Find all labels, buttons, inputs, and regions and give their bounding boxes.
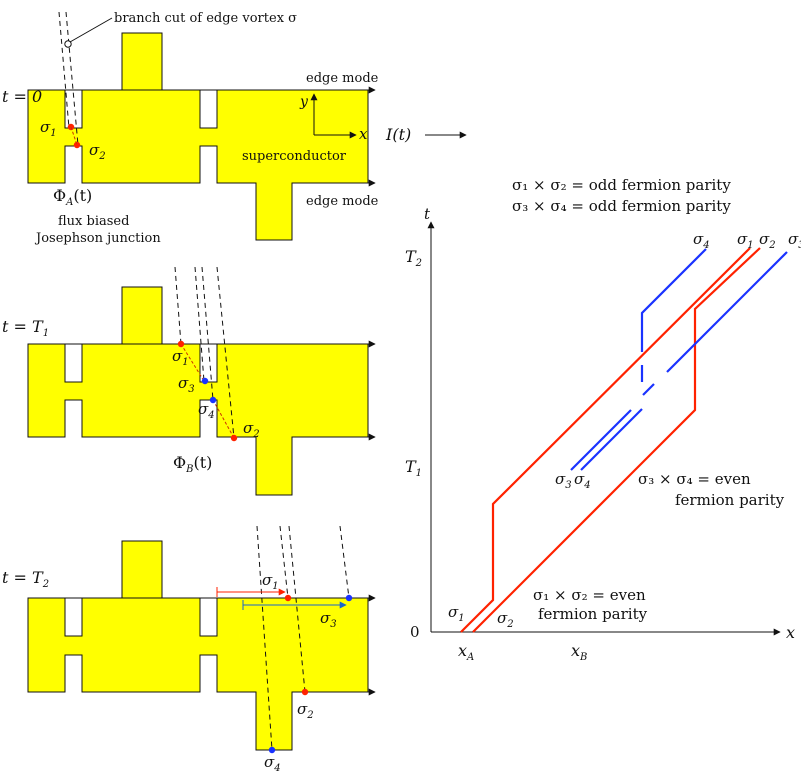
panel-a: branch cut of edge vortex σ σ1 σ2 t = 0 … xyxy=(2,11,467,246)
vortex-label-sigma4: σ4 xyxy=(264,753,281,774)
line-label-sigma1-end: σ1 xyxy=(737,230,754,251)
worldline-sigma4-segment xyxy=(640,248,707,352)
vortex-label-sigma1: σ1 xyxy=(172,347,189,368)
line-label-sigma3-start: σ3 xyxy=(555,470,572,491)
line-label-sigma2-end: σ2 xyxy=(759,230,776,251)
vortex-label-sigma2: σ2 xyxy=(297,700,314,721)
worldline-sigma4-segment xyxy=(580,408,643,471)
note12-line1: σ₁ × σ₂ = even xyxy=(533,586,646,604)
vortex-sigma2 xyxy=(230,434,238,442)
vortex-sigma4 xyxy=(209,396,217,404)
panel-b: σ1 σ3 σ4 σ2 t = T1 ΦB(t) xyxy=(2,266,376,496)
branch-cut-line xyxy=(194,266,205,382)
tick-label-xB: xB xyxy=(571,641,587,663)
origin-label: 0 xyxy=(410,623,420,641)
tick-label-T2: T2 xyxy=(405,247,422,269)
vortex-sigma1 xyxy=(284,594,292,602)
tick-label-T1: T1 xyxy=(405,457,422,479)
branch-cut-line xyxy=(58,11,70,129)
panel-c: σ1 σ3 σ2 σ4 t = T2 xyxy=(2,525,376,774)
worldline-diagram: σ₁ × σ₂ = odd fermion parity σ₃ × σ₄ = o… xyxy=(405,176,801,663)
x-axis-label: x xyxy=(786,623,795,642)
line-label-sigma4-start: σ4 xyxy=(574,470,591,491)
flux-label-a: ΦA(t) xyxy=(53,186,92,208)
vortex-sigma2 xyxy=(301,688,309,696)
line-label-sigma2-start: σ2 xyxy=(497,609,514,630)
line-label-sigma4-end: σ4 xyxy=(693,230,710,251)
vortex-label-sigma1: σ1 xyxy=(262,571,279,592)
branch-cut-line xyxy=(256,525,273,751)
branch-cut-line xyxy=(288,525,306,693)
edge-mode-top-label: edge mode xyxy=(306,71,379,86)
time-label-c: t = T2 xyxy=(2,568,49,590)
worldline-sigma3-segment xyxy=(642,383,655,396)
vortex-sigma4 xyxy=(268,746,276,754)
superconductor-label: superconductor xyxy=(242,149,347,164)
branch-cut-line xyxy=(279,525,289,599)
t-axis-label: t xyxy=(424,205,431,223)
edge-mode-bottom-label: edge mode xyxy=(306,194,379,209)
note12-line2: fermion parity xyxy=(538,605,648,623)
vortex-sigma3 xyxy=(345,594,353,602)
vortex-label-sigma2: σ2 xyxy=(243,419,260,440)
vortex-pair-link xyxy=(180,343,205,382)
branch-cut-line xyxy=(65,11,79,146)
time-label-b: t = T1 xyxy=(2,317,49,339)
vortex-label-sigma3: σ3 xyxy=(320,609,337,630)
jj-label-line2: Josephson junction xyxy=(34,231,161,246)
vortex-sigma2 xyxy=(73,141,81,149)
worldline-sigma3-segment xyxy=(570,409,632,471)
header-line2: σ₃ × σ₄ = odd fermion parity xyxy=(512,197,731,215)
vortex-label-sigma4: σ4 xyxy=(198,400,215,421)
jj-label-line1: flux biased xyxy=(58,214,129,229)
line-label-sigma3-end: σ3 xyxy=(788,230,801,251)
edge-vortex-marker xyxy=(64,40,72,48)
vortex-pair-link xyxy=(212,399,235,439)
vortex-sigma3 xyxy=(201,377,209,385)
branch-cut-line xyxy=(216,266,235,439)
worldline-sigma2 xyxy=(472,247,761,633)
branch-cut-line xyxy=(339,525,350,599)
time-label-a: t = 0 xyxy=(2,87,42,106)
superconductor-shape-c xyxy=(27,540,369,751)
worldline-sigma1 xyxy=(460,247,751,633)
branch-cut-pointer xyxy=(69,17,113,43)
flux-label-b: ΦB(t) xyxy=(173,453,212,475)
vortex-pair-link xyxy=(70,126,78,146)
branch-cut-line xyxy=(174,266,182,345)
current-label: I(t) xyxy=(385,125,411,144)
vortex-label-sigma2: σ2 xyxy=(89,141,106,162)
vortex-label-sigma3: σ3 xyxy=(178,374,195,395)
worldline-sigma3-segment xyxy=(666,251,788,373)
branch-cut-line xyxy=(201,266,214,401)
header-line1: σ₁ × σ₂ = odd fermion parity xyxy=(512,176,731,194)
branch-cut-label: branch cut of edge vortex σ xyxy=(114,11,297,26)
note34-line2: fermion parity xyxy=(675,491,785,509)
x-axis-label: x xyxy=(359,125,368,143)
vortex-label-sigma1: σ1 xyxy=(40,118,57,139)
line-label-sigma1-start: σ1 xyxy=(448,603,465,624)
note34-line1: σ₃ × σ₄ = even xyxy=(638,470,751,488)
y-axis-label: y xyxy=(299,94,309,110)
vortex-sigma1 xyxy=(177,340,185,348)
tick-label-xA: xA xyxy=(458,641,474,663)
